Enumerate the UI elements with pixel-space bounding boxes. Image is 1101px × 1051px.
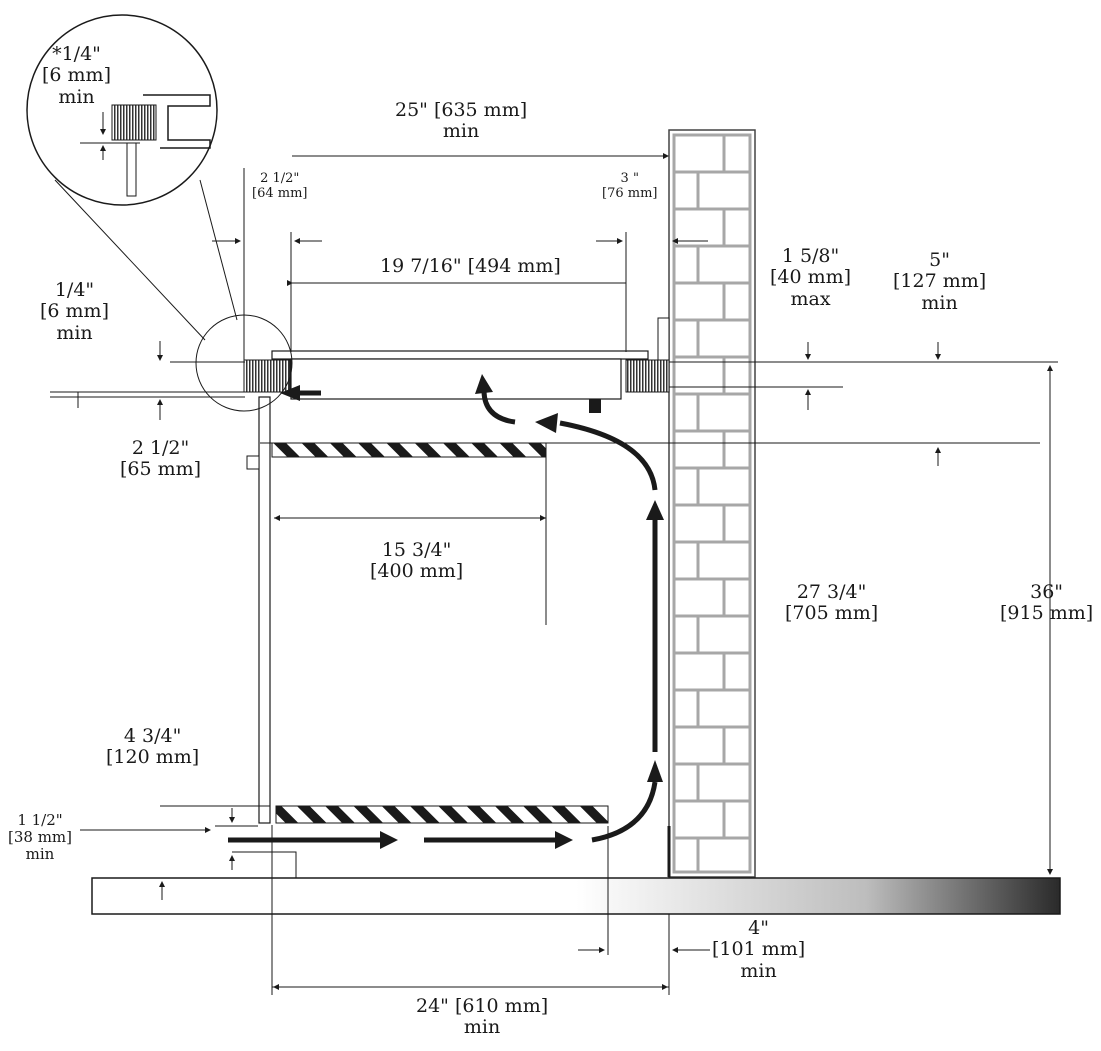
cooktop [271,317,670,413]
dimension-lines [50,153,1058,995]
airflow-arrows [228,374,664,849]
cabinet-front-panel [258,396,271,824]
floor [91,877,1061,915]
brick-wall [668,129,756,878]
front-panel-clip [246,455,260,470]
countertop [243,359,670,393]
plinth [232,851,297,878]
upper-shelf [271,442,547,458]
counter-height-label: 36"[915 mm] [1000,581,1094,625]
bottom-shelf [275,805,609,824]
counter-thickness-label: 1 5/8"[40 mm]max [770,245,852,310]
bottom-panel-label: 4 3/4"[120 mm] [106,725,200,769]
countertop-gap-label: 1/4"[6 mm]min [40,279,109,344]
right-offset-label: 3 "[76 mm] [602,171,658,201]
cabinet-height-label: 27 3/4"[705 mm] [785,581,879,625]
shelf-drop-label: 2 1/2"[65 mm] [120,437,202,481]
wall-gap-label: 4"[101 mm]min [712,917,806,982]
floor-gap-label: 1 1/2"[38 mm]min [8,811,73,863]
cabinet-depth-label: 24" [610 mm]min [416,995,549,1039]
top-clearance-label: 5"[127 mm]min [893,249,987,314]
cooktop-width-label: 19 7/16" [494 mm] [380,255,561,277]
depth-min-label: 25" [635 mm]min [395,99,528,143]
shelf-depth-label: 15 3/4"[400 mm] [370,539,464,583]
detail-gap-label: *1/4"[6 mm]min [42,43,111,108]
left-offset-label: 2 1/2"[64 mm] [252,171,308,201]
detail-callout [26,14,293,412]
